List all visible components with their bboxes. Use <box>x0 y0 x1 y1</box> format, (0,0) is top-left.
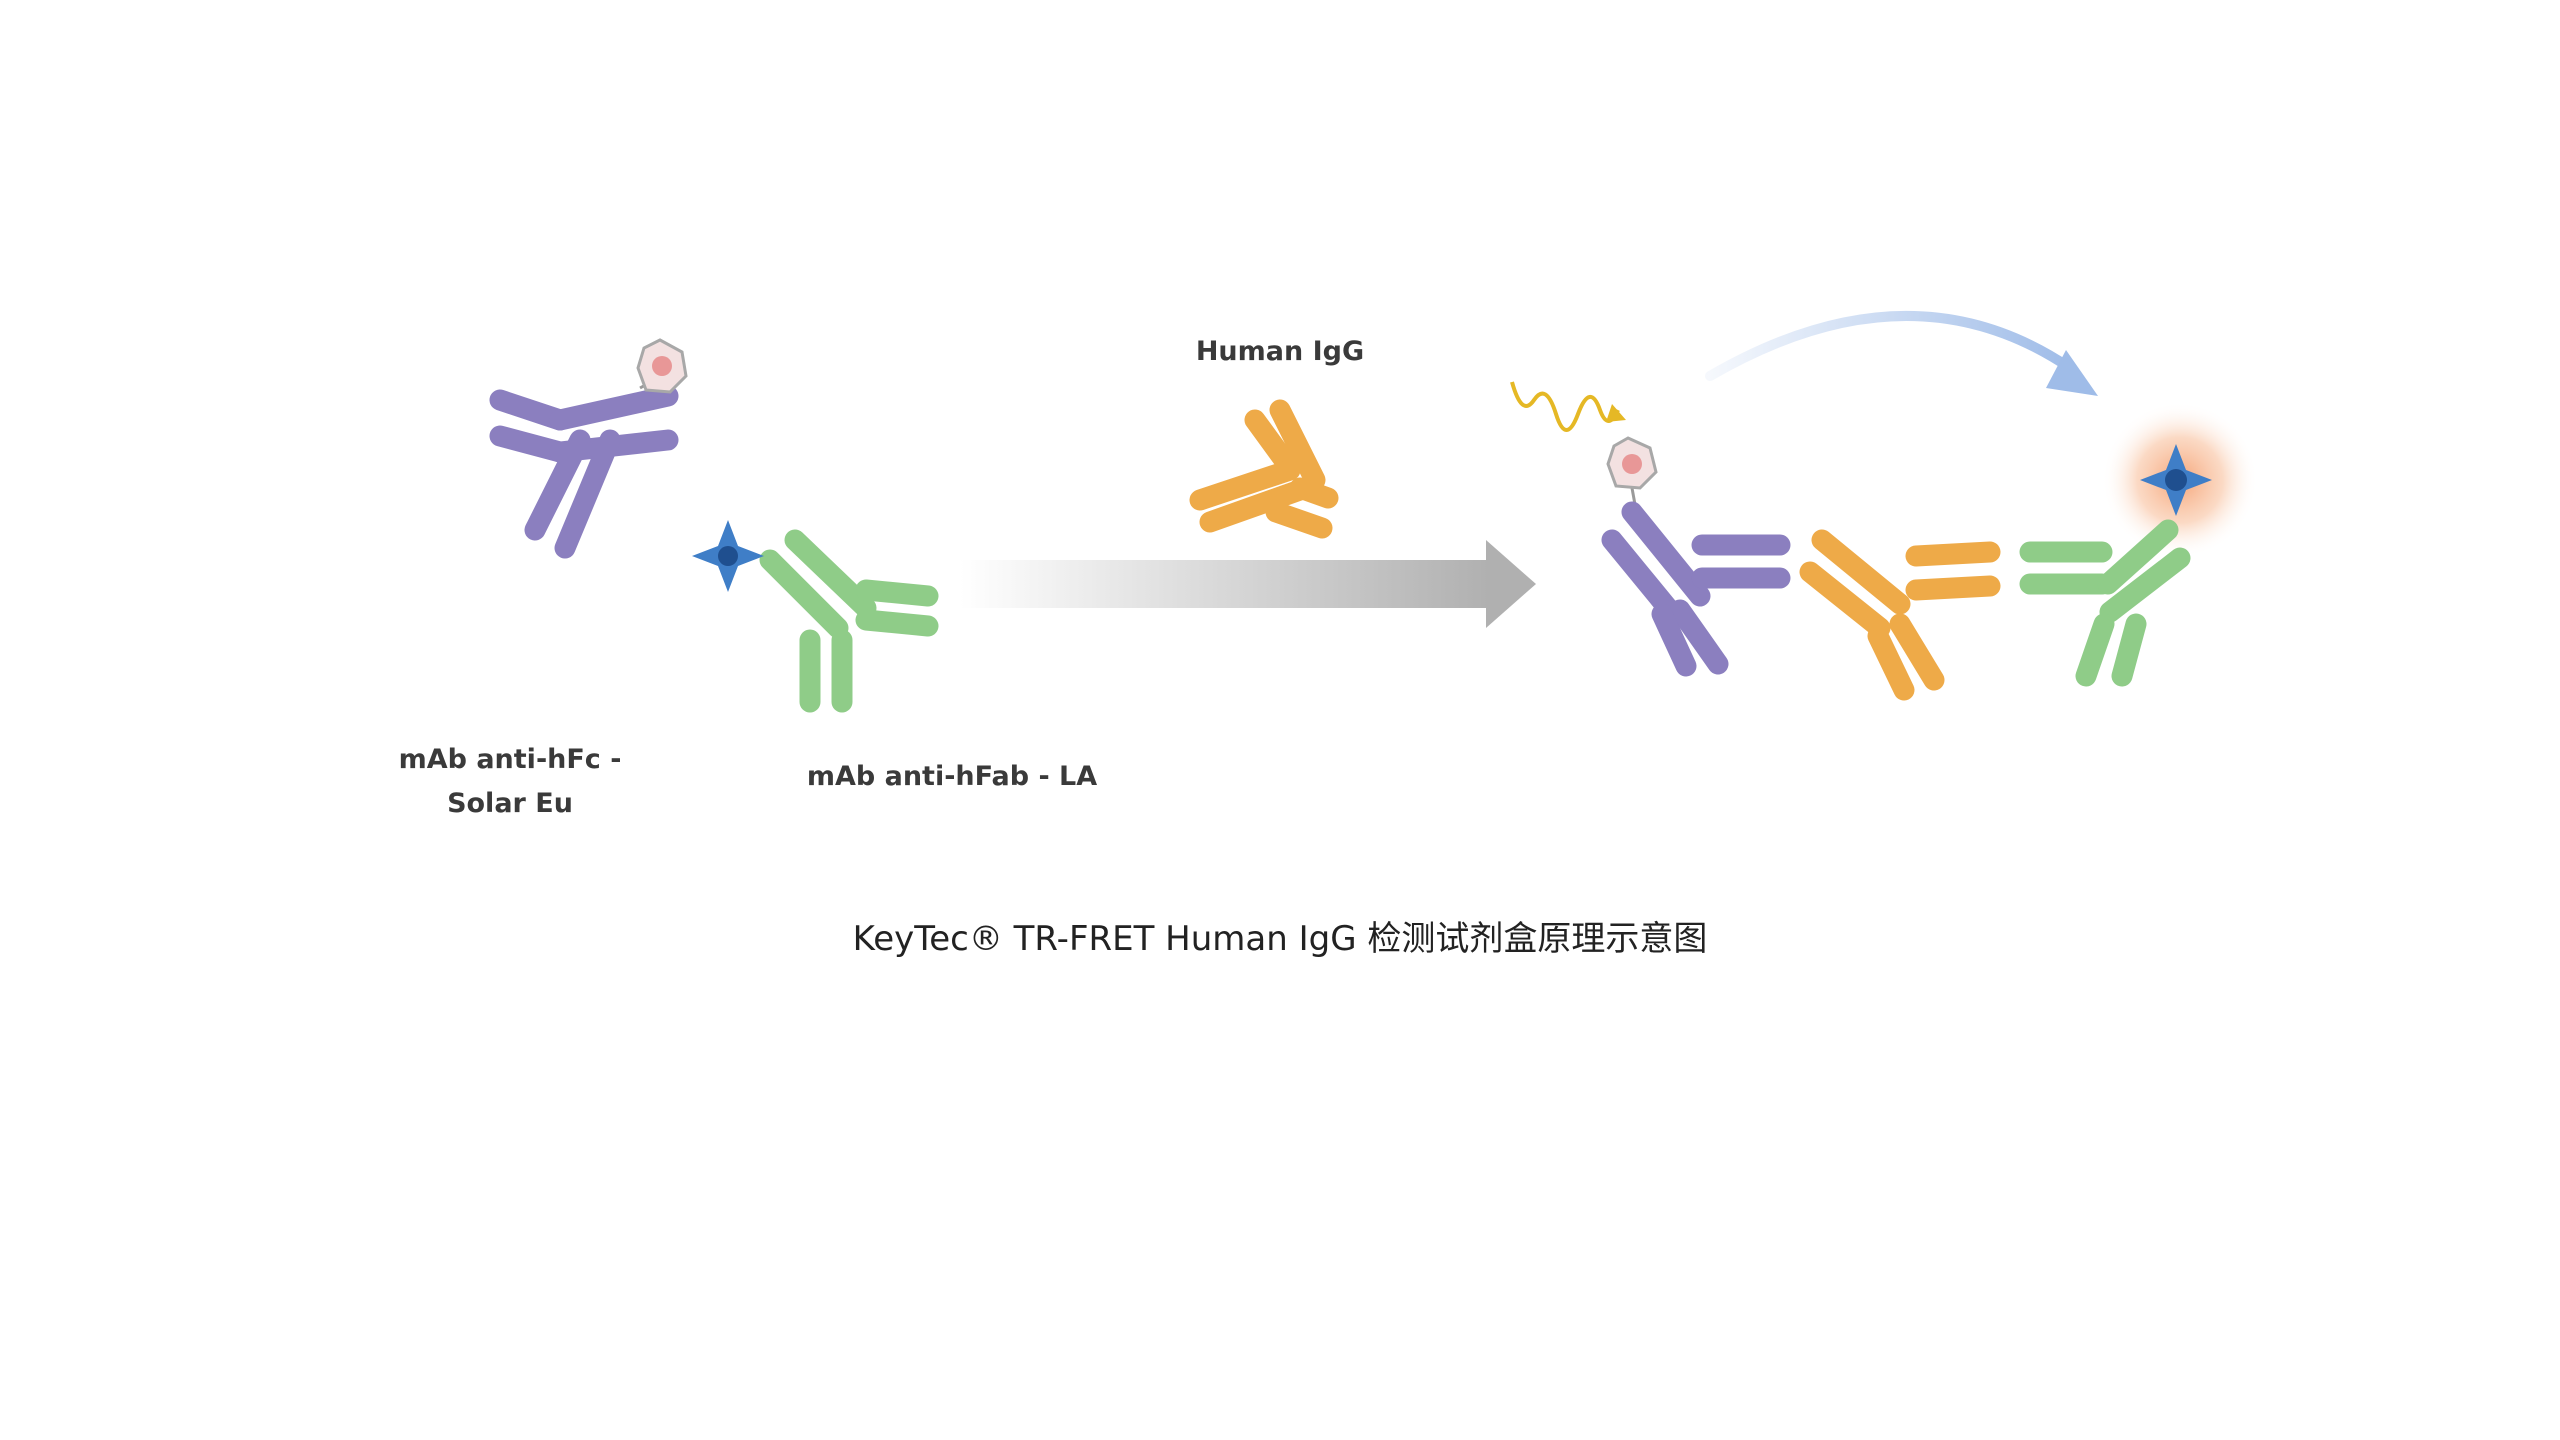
complex-antibody-anti-hfc <box>1601 501 1791 677</box>
complex-antibody-human-igg <box>1799 529 2001 701</box>
energy-transfer-arrow-icon <box>1705 310 2098 396</box>
antibody-anti-hfab <box>759 529 939 713</box>
donor-chelate-icon <box>636 338 688 394</box>
label-anti-hfab: mAb anti-hFab - LA <box>807 761 1097 792</box>
acceptor-star-icon <box>2140 444 2212 516</box>
figure-caption: KeyTec® TR-FRET Human IgG 检测试剂盒原理示意图 <box>853 919 1708 959</box>
process-arrow-icon <box>960 540 1536 628</box>
antibody-human-igg <box>1189 399 1339 539</box>
complex-antibody-anti-hfab <box>2019 519 2191 687</box>
acceptor-star-icon <box>692 520 764 592</box>
antibody-anti-hfc <box>489 385 679 559</box>
label-anti-hfc-line2: Solar Eu <box>447 788 573 819</box>
label-human-igg: Human IgG <box>1196 336 1364 367</box>
excitation-wave-icon <box>1510 381 1626 432</box>
donor-chelate-icon <box>1606 436 1658 490</box>
label-anti-hfc-line1: mAb anti-hFc - <box>399 744 622 775</box>
